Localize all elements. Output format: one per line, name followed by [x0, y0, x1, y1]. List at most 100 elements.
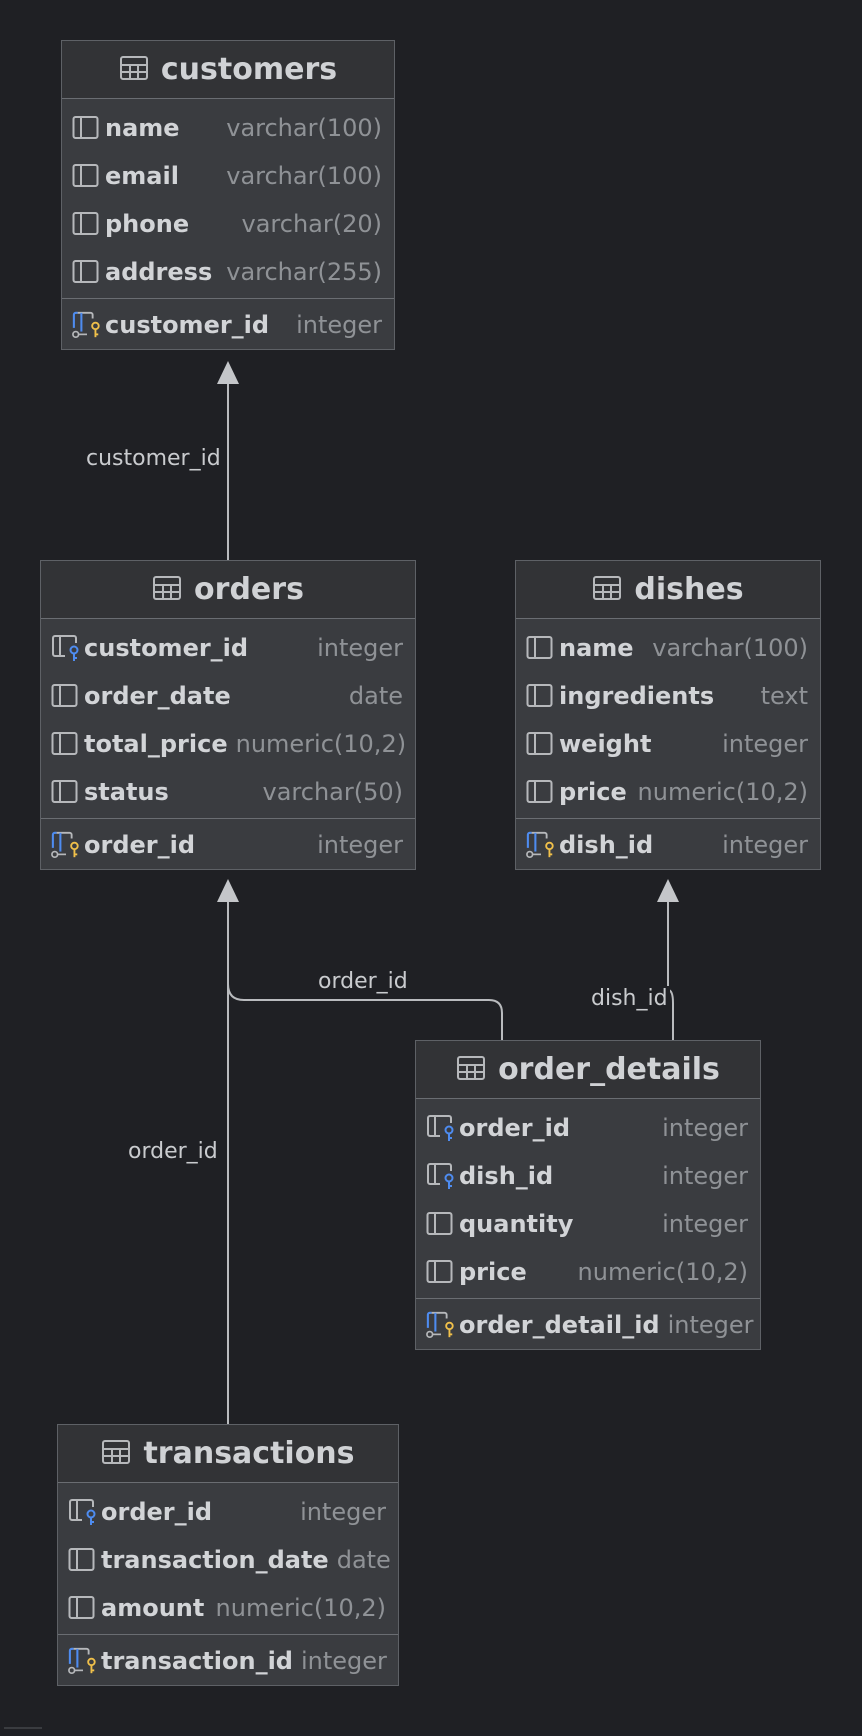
table-icon: [456, 1055, 486, 1085]
column-row[interactable]: name varchar(100): [62, 104, 394, 152]
column-name: transaction_date: [101, 1546, 329, 1574]
column-name: address: [105, 258, 213, 286]
column-name: phone: [105, 210, 190, 238]
primary-key-column-icon: [426, 1311, 456, 1339]
column-row[interactable]: phone varchar(20): [62, 200, 394, 248]
column-name: order_id: [101, 1498, 213, 1526]
column-icon: [72, 162, 102, 190]
foreign-key-column-icon: [426, 1162, 456, 1190]
column-name: order_detail_id: [459, 1311, 660, 1339]
column-icon: [72, 258, 102, 286]
table-icon: [119, 55, 149, 85]
column-type: integer: [667, 1311, 754, 1339]
column-row[interactable]: address varchar(255): [62, 248, 394, 296]
column-icon: [51, 778, 81, 806]
column-row[interactable]: ingredients text: [516, 672, 820, 720]
column-icon: [426, 1210, 456, 1238]
column-name: ingredients: [559, 682, 715, 710]
edge-label-customer-id: customer_id: [84, 446, 223, 471]
table-name: dishes: [634, 572, 744, 607]
column-row[interactable]: quantity integer: [416, 1200, 760, 1248]
arrowhead-orders: [217, 879, 239, 902]
column-name: order_id: [459, 1114, 571, 1142]
column-name: name: [105, 114, 180, 142]
column-row[interactable]: dish_id integer: [416, 1152, 760, 1200]
column-type: varchar(20): [241, 210, 383, 238]
column-name: price: [559, 778, 627, 806]
foreign-key-column-icon: [51, 634, 81, 662]
column-type: text: [760, 682, 808, 710]
column-type: varchar(100): [652, 634, 808, 662]
column-type: varchar(255): [226, 258, 382, 286]
column-name: order_id: [84, 831, 196, 859]
column-icon: [426, 1258, 456, 1286]
column-type: integer: [317, 634, 403, 662]
column-type: numeric(10,2): [235, 730, 407, 758]
column-name: quantity: [459, 1210, 574, 1238]
edge-label-order-id-details: order_id: [316, 969, 410, 994]
column-type: integer: [296, 311, 382, 339]
primary-key-column-icon: [68, 1647, 98, 1675]
column-name: order_date: [84, 682, 231, 710]
column-name: weight: [559, 730, 652, 758]
column-name: transaction_id: [101, 1647, 293, 1675]
column-type: varchar(100): [226, 114, 382, 142]
column-name: total_price: [84, 730, 228, 758]
column-row[interactable]: order_date date: [41, 672, 415, 720]
table-columns: customer_id integer order_date date total_pr…: [41, 619, 415, 816]
powered-by-credit: [4, 1725, 44, 1733]
column-type: date: [348, 682, 403, 710]
column-name: dish_id: [559, 831, 654, 859]
column-name: customer_id: [84, 634, 249, 662]
column-row[interactable]: customer_id integer: [41, 624, 415, 672]
table-header[interactable]: transactions: [58, 1425, 398, 1483]
foreign-key-column-icon: [68, 1498, 98, 1526]
arrowhead-dishes: [657, 879, 679, 902]
table-header[interactable]: order_details: [416, 1041, 760, 1099]
edge-label-dish-id: dish_id: [589, 986, 670, 1011]
edge-order-details-dishes: [667, 900, 674, 1040]
column-type: integer: [662, 1210, 748, 1238]
table-header[interactable]: orders: [41, 561, 415, 619]
table-orders[interactable]: orders customer_id integer order_date date to…: [40, 560, 416, 870]
table-name: customers: [160, 52, 338, 87]
table-header[interactable]: dishes: [516, 561, 820, 619]
arrowhead-customers: [217, 361, 239, 384]
column-type: numeric(10,2): [577, 1258, 748, 1286]
primary-key-column-icon: [526, 831, 556, 859]
column-type: integer: [662, 1162, 748, 1190]
column-type: varchar(100): [226, 162, 382, 190]
table-header[interactable]: customers: [62, 41, 394, 99]
column-type: integer: [300, 1647, 387, 1675]
column-name: dish_id: [459, 1162, 554, 1190]
table-name: orders: [194, 572, 304, 607]
table-icon: [592, 575, 622, 605]
column-type: numeric(10,2): [215, 1594, 386, 1622]
